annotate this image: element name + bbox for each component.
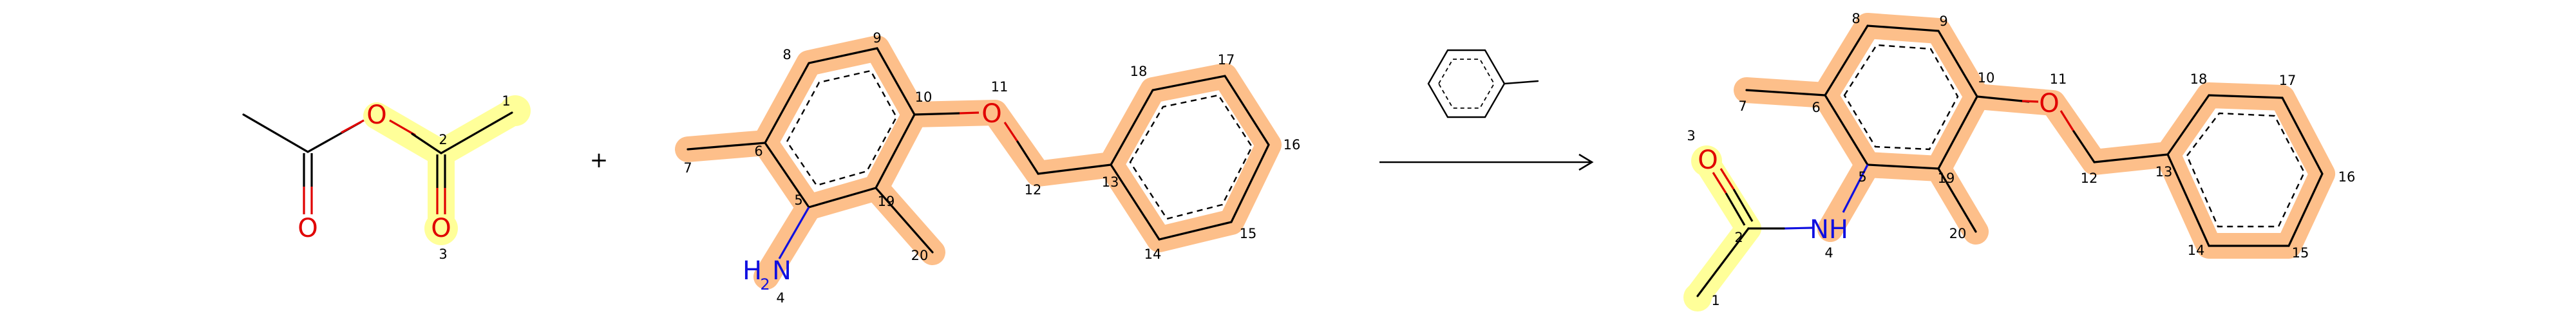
product-bond-c12-c13 xyxy=(2093,153,2169,163)
product-map-number-12: 12 xyxy=(2081,171,2098,186)
product-map-number-2: 2 xyxy=(1734,230,1743,245)
map-number-17: 17 xyxy=(1218,52,1235,68)
reaction-center-highlight xyxy=(363,95,531,245)
product-map-number-13: 13 xyxy=(2155,164,2173,180)
map-number-18: 18 xyxy=(1130,64,1148,79)
bond-c2-c1 xyxy=(440,111,513,154)
map-number-4: 4 xyxy=(776,290,784,306)
reactant-amine: O H 2 N 4 5 6 7 8 9 10 11 12 13 14 15 16… xyxy=(675,30,1301,306)
map-number-5: 5 xyxy=(794,192,802,208)
ring-benzyl-aromatic xyxy=(1129,94,1253,220)
map-number-20: 20 xyxy=(911,248,929,263)
map-number-7: 7 xyxy=(683,160,692,176)
product-bond-c2-o3-b xyxy=(1732,189,1754,222)
map-number-9: 9 xyxy=(873,30,881,46)
product-map-number-3: 3 xyxy=(1687,128,1695,144)
product-map-number-11: 11 xyxy=(2050,71,2067,87)
product-bond-o11-c12-red xyxy=(2060,110,2075,132)
product-map-number-18: 18 xyxy=(2190,71,2208,87)
ring-benzyl xyxy=(1110,75,1270,241)
svg-text:2: 2 xyxy=(760,275,770,293)
map-number-1: 1 xyxy=(502,93,510,109)
reactant-acetic-anhydride: O O O 1 2 3 xyxy=(242,93,531,262)
map-number-6: 6 xyxy=(754,144,762,159)
product-map-number-10: 10 xyxy=(1978,70,1995,86)
product-map-number-4: 4 xyxy=(1824,245,1833,261)
product-map-number-5: 5 xyxy=(1858,169,1866,185)
product-bond-c2-o3-b2 xyxy=(1719,168,1735,190)
product-map-number-14: 14 xyxy=(2188,243,2205,258)
atom-nh2: H 2 N xyxy=(743,256,791,293)
product-acetamide: O NH O 1 2 3 4 5 6 7 8 9 10 11 12 13 14 … xyxy=(1683,11,2355,311)
bond-c6-c7 xyxy=(687,142,766,151)
product-map-number-16: 16 xyxy=(2338,169,2356,185)
product-map-number-20: 20 xyxy=(1949,226,1967,241)
product-bond-c19-c20 xyxy=(1937,167,1977,233)
atom-o11: O xyxy=(981,99,1001,129)
product-map-number-1: 1 xyxy=(1711,293,1719,308)
reaction-arrow xyxy=(1379,153,1594,171)
product-bond-c10-o11 xyxy=(1976,95,2030,103)
product-bond-o11-red xyxy=(2022,100,2039,103)
map-number-10: 10 xyxy=(915,89,933,105)
map-number-13: 13 xyxy=(1102,174,1119,190)
product-map-number-8: 8 xyxy=(1852,11,1860,26)
product-map-number-9: 9 xyxy=(1939,14,1947,29)
map-number-19: 19 xyxy=(878,194,895,209)
product-ring-benzyl-aromatic xyxy=(2186,112,2306,228)
bond-methyl-carbonyl xyxy=(242,113,309,153)
product-bond-c6-c7 xyxy=(1745,89,1826,97)
ring-aniline-aromatic xyxy=(786,70,898,187)
product-map-number-6: 6 xyxy=(1812,100,1820,115)
product-bond-c5-n4 xyxy=(1842,164,1869,213)
product-highlight-mapped xyxy=(1734,13,2335,259)
product-map-number-17: 17 xyxy=(2279,73,2297,88)
map-number-12: 12 xyxy=(1025,182,1042,198)
product-map-number-7: 7 xyxy=(1738,98,1747,114)
map-number-2: 2 xyxy=(439,132,447,147)
product-bond-c12 xyxy=(2072,130,2096,163)
bond-c5-n4 xyxy=(778,207,810,259)
product-atom-o11: O xyxy=(2039,89,2059,118)
product-ring-benzyl xyxy=(2166,94,2324,247)
svg-text:N: N xyxy=(772,256,791,286)
bond-c12-c13 xyxy=(1037,163,1112,175)
product-bond-c2-o3-a xyxy=(1725,192,1746,226)
product-bond-c2-c1 xyxy=(1696,227,1750,297)
map-number-3: 3 xyxy=(439,246,447,262)
map-number-14: 14 xyxy=(1144,246,1162,262)
plus-sign: + xyxy=(590,147,609,173)
product-map-number-19: 19 xyxy=(1938,171,1955,186)
bond-c19-c20 xyxy=(875,187,934,254)
map-number-11: 11 xyxy=(991,79,1009,95)
mapped-atoms-highlight xyxy=(675,35,1282,290)
atom-o-bridge: O xyxy=(366,100,386,130)
map-number-8: 8 xyxy=(782,47,791,62)
product-atom-nh: NH xyxy=(1810,215,1848,245)
product-map-number-15: 15 xyxy=(2292,245,2309,261)
bond-c2-bridge xyxy=(411,133,442,154)
bond-c10-o11 xyxy=(913,112,961,116)
bond-o-c2 xyxy=(389,119,416,136)
bond-bridge-o xyxy=(341,119,365,134)
atom-o-carbonyl-left: O xyxy=(298,214,317,243)
product-atom-o3: O xyxy=(1698,145,1718,175)
reagent-toluene xyxy=(1427,49,1539,118)
product-bond-c2-o3-a2 xyxy=(1712,172,1727,194)
bond-c12 xyxy=(1016,140,1039,175)
map-number-15: 15 xyxy=(1240,226,1257,241)
map-number-16: 16 xyxy=(1283,137,1301,153)
product-ring-aniline-aromatic xyxy=(1843,44,1959,151)
bond-o11-c12-red xyxy=(1003,122,1019,142)
atom-o-carbonyl-right: O xyxy=(431,214,451,243)
svg-text:H: H xyxy=(743,256,762,286)
